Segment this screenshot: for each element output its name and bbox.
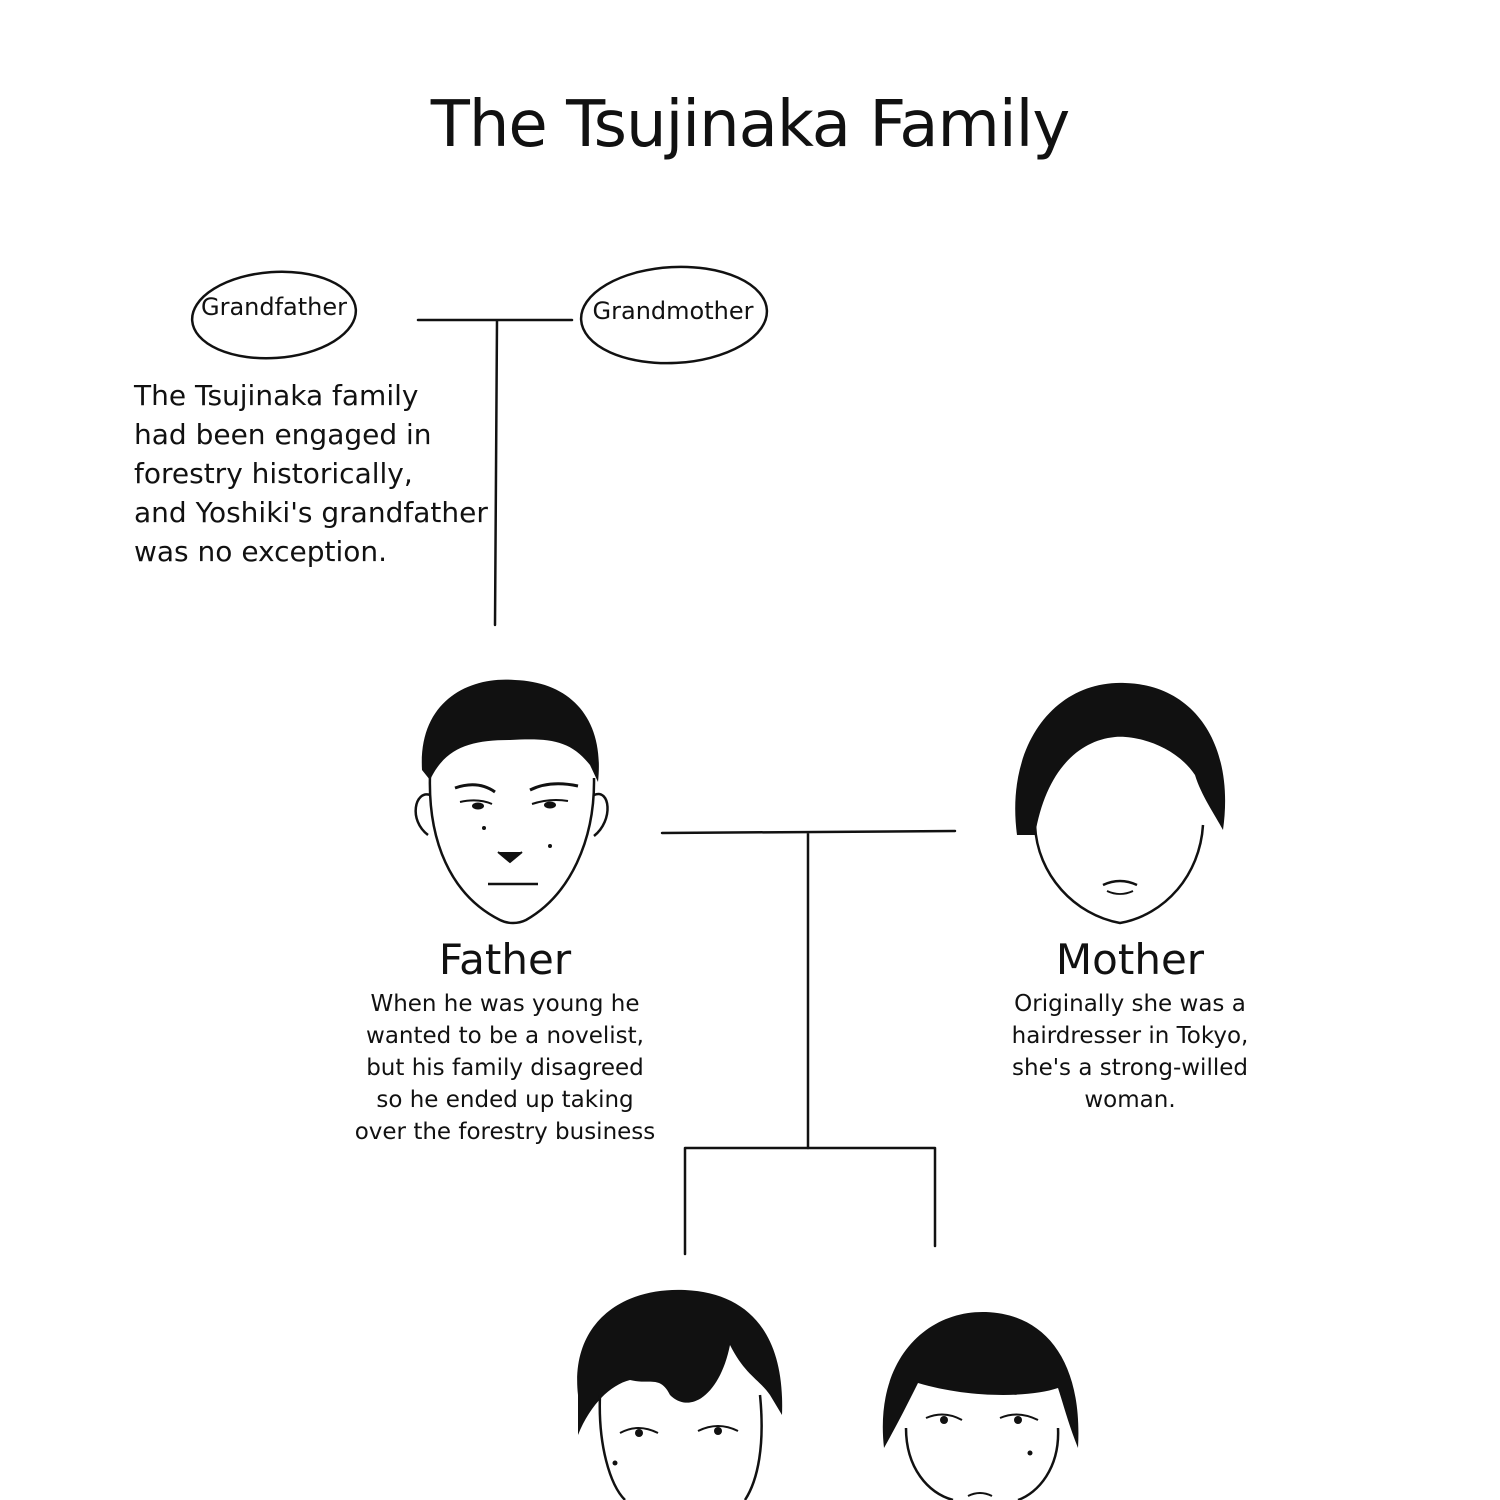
mother-name: Mother: [1055, 935, 1205, 984]
grandparents-note: The Tsujinaka family had been engaged in…: [134, 379, 488, 568]
grandmother-oval: [579, 265, 769, 365]
father-description: When he was young he wanted to be a nove…: [354, 991, 656, 1145]
father-name: Father: [438, 935, 572, 984]
grandparents-connector: [416, 318, 574, 627]
children-connector: [683, 1146, 937, 1256]
parents-connector: [660, 829, 957, 1150]
grandfather-label: Grandfather: [200, 293, 348, 321]
grandmother-label: Grandmother: [592, 297, 754, 325]
daughter-portrait: [882, 1311, 1079, 1500]
mother-portrait: [1015, 682, 1226, 925]
grandfather-oval: [190, 270, 358, 360]
mother-description: Originally she was a hairdresser in Toky…: [1011, 991, 1249, 1113]
father-portrait: [414, 679, 609, 925]
son-portrait: [577, 1289, 783, 1500]
page-title: The Tsujinaka Family: [430, 88, 1071, 162]
